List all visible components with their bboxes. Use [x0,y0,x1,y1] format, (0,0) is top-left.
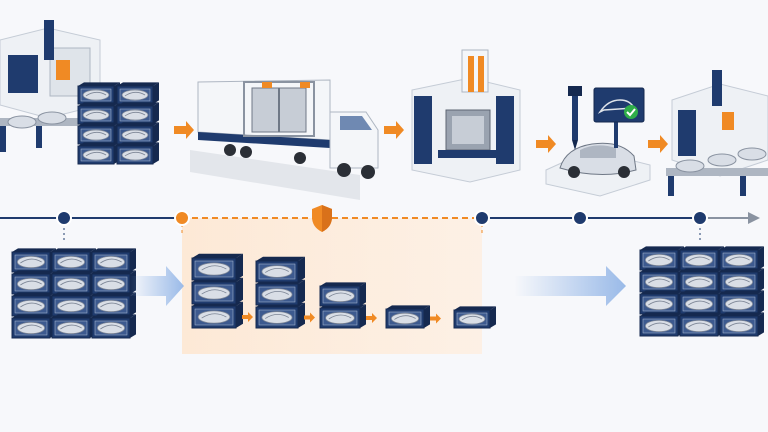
rack-crate [116,142,159,165]
rack-crate [51,270,96,295]
rack-crate [11,292,56,317]
rack-crate [11,314,56,339]
rack-crate [319,304,366,329]
rack-crate [51,248,96,273]
truck-icon [190,79,379,200]
rack-crate [453,306,496,329]
arrow-right-icon [384,121,404,139]
rack-crate [91,248,136,273]
rack-crate [719,312,764,337]
rack-crate [719,290,764,315]
rack-crate [51,292,96,317]
rack-crate [91,270,136,295]
rack-crate [77,142,120,165]
timeline-milestone [692,210,708,226]
rack-crate [255,302,305,329]
rack-crate [91,314,136,339]
rack-crate [679,312,724,337]
assembly-line-icon [666,70,768,196]
rack-crate [116,82,159,105]
rack-crate [116,102,159,125]
rack-crate [679,268,724,293]
rack-crate [679,290,724,315]
inventory-stack-right [639,246,764,337]
rack-crate [719,268,764,293]
rack-crate [255,279,305,306]
rack-crate [639,246,684,271]
stacked-racks [77,82,159,165]
rack-crate [77,82,120,105]
buffer-rack-sequence [191,253,496,329]
arrow-right-icon [174,121,194,139]
rack-crate [319,282,366,307]
rack-crate [11,270,56,295]
monitor-icon [593,87,645,123]
rack-crate [255,256,305,283]
timeline-milestone [474,210,490,226]
timeline-nodes [56,205,708,232]
rack-crate [639,312,684,337]
rack-crate [719,246,764,271]
rack-crate [191,253,243,281]
arrow-right-icon [536,135,556,153]
rack-crate [77,102,120,125]
flow-arrow [514,266,626,306]
arrow-right-icon [242,312,253,322]
rack-crate [91,292,136,317]
robotic-press-line-icon [0,20,101,152]
arrow-right-icon [748,212,760,224]
shield-icon [312,205,332,232]
rack-crate [639,290,684,315]
arrow-right-icon [366,313,377,323]
rack-crate [11,248,56,273]
car-body-on-conveyor [7,111,67,129]
rack-crate [385,305,430,329]
arrow-right-icon [430,313,441,324]
rack-crate [639,268,684,293]
timeline-milestone [572,210,588,226]
rack-crate [116,122,159,145]
rack-crate [51,314,96,339]
check-icon [624,105,638,119]
rack-crate [77,122,120,145]
car-body [559,142,637,178]
rack-crate [679,246,724,271]
timeline-milestone [174,210,190,226]
arrow-right-icon [648,135,668,153]
arrow-right-icon [304,312,315,323]
flow-arrow [130,266,184,306]
die-press-icon [411,49,521,183]
rack-crate [191,301,243,329]
timeline-milestone [56,210,72,226]
inspection-station-icon [545,86,651,197]
inventory-stack-left [11,248,136,339]
rack-crate [191,277,243,305]
